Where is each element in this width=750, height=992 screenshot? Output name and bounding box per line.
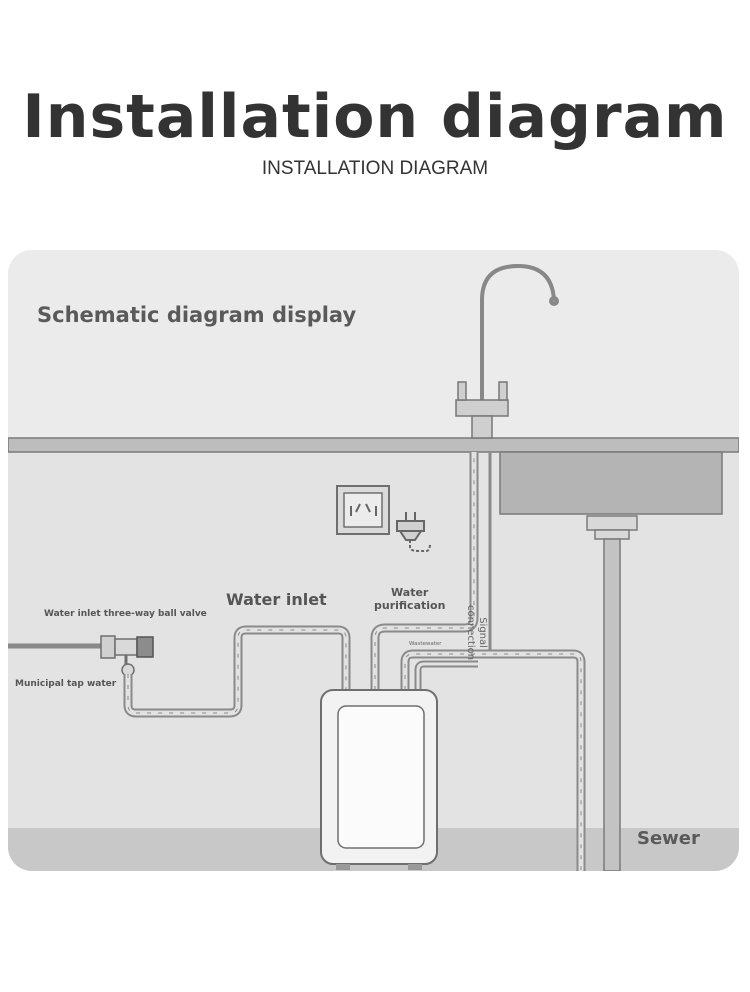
signal-label-line2: connection (465, 605, 476, 661)
pipe-network (123, 452, 586, 871)
countertop (8, 437, 739, 453)
water-purifier-icon (320, 689, 438, 870)
signal-label-line1: Signal (477, 617, 488, 648)
wastewater-label: Wastewater (409, 641, 442, 647)
power-plug-icon (396, 512, 431, 552)
wall-socket-icon (336, 485, 390, 535)
wall-upper (8, 250, 739, 440)
sink-icon (499, 451, 723, 540)
water-inlet-label: Water inlet (226, 590, 327, 609)
page-subtitle: INSTALLATION DIAGRAM (261, 158, 489, 179)
schematic-heading: Schematic diagram display (37, 303, 357, 327)
schematic-panel: Schematic diagram display Water inlet Wa… (8, 250, 739, 871)
signal-connection-label: Signal connection (464, 605, 488, 660)
schematic-drawing (8, 250, 739, 871)
ball-valve-icon (8, 635, 154, 677)
water-purification-label-line2: purification (374, 599, 446, 612)
inlet-valve-label: Water inlet three-way ball valve (44, 609, 207, 619)
faucet-icon (455, 263, 559, 439)
water-purification-label-line1: Water (391, 586, 429, 599)
page-title: Installation diagram (22, 82, 728, 152)
water-purification-label: Water purification (374, 586, 445, 612)
municipal-tap-label: Municipal tap water (15, 679, 117, 689)
sewer-label: Sewer (637, 828, 700, 849)
drain-pipe-icon (603, 538, 621, 871)
